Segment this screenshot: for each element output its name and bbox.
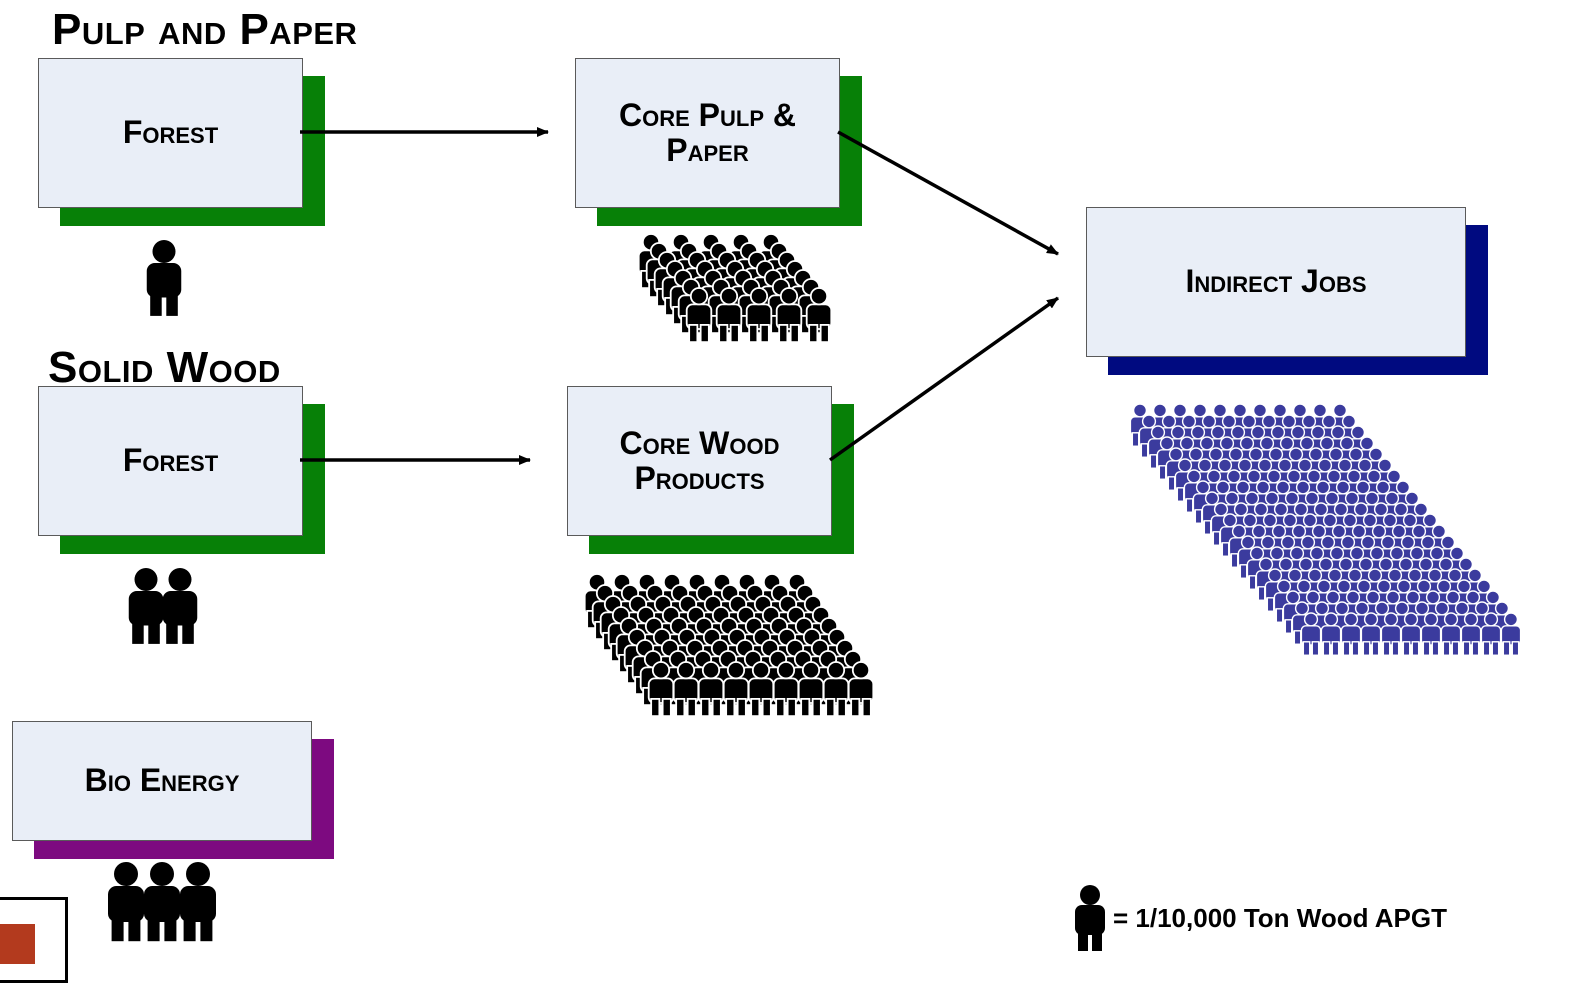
- person-icon: [108, 862, 144, 942]
- arrow-core-wood-to-indirect: [828, 296, 1060, 462]
- corner-logo-frame: [0, 897, 68, 983]
- person-icon: [144, 862, 180, 942]
- person-icon: [805, 287, 833, 344]
- legend: = 1/10,000 Ton Wood APGT: [1073, 885, 1447, 951]
- indirect-jobs-box: Indirect Jobs: [1086, 207, 1488, 375]
- person-icon: [1340, 612, 1362, 656]
- person-icon: [715, 287, 743, 344]
- core-wood-products-box: Core Wood Products: [567, 386, 854, 554]
- person-icon: [1440, 612, 1462, 656]
- person-icon: [672, 661, 700, 718]
- bio-energy-label: Bio Energy: [84, 762, 240, 799]
- forest-pulp-label: Forest: [122, 114, 219, 151]
- people-layer: [108, 233, 1522, 942]
- person-icon: [1420, 612, 1442, 656]
- person-icon: [1400, 612, 1422, 656]
- person-icon: [747, 661, 775, 718]
- diagram-overlay: [108, 127, 1522, 942]
- person-icon: [772, 661, 800, 718]
- person-icon: [775, 287, 803, 344]
- person-icon: [822, 661, 850, 718]
- section-title-pulp-and-paper: Pulp and Paper: [52, 5, 358, 54]
- indirect-jobs-label: Indirect Jobs: [1185, 263, 1367, 300]
- box-face: Bio Energy: [12, 721, 312, 841]
- core-wood-products-label: Core Wood Products: [619, 424, 780, 496]
- forest-solid-label: Forest: [122, 442, 219, 479]
- person-icon: [745, 287, 773, 344]
- person-icon: [1320, 612, 1342, 656]
- person-icon: [128, 568, 164, 644]
- person-icon: [722, 661, 750, 718]
- person-icon: [162, 568, 198, 644]
- person-icon: [146, 240, 182, 316]
- person-icon: [685, 287, 713, 344]
- core-pulp-paper-label: Core Pulp & Paper: [618, 96, 797, 168]
- forest-solid-box: Forest: [38, 386, 325, 554]
- box-face: Indirect Jobs: [1086, 207, 1466, 357]
- person-icon: [797, 661, 825, 718]
- person-icon: [1500, 612, 1522, 656]
- person-icon: [697, 661, 725, 718]
- person-icon: [1300, 612, 1322, 656]
- corner-logo-fill: [0, 924, 35, 964]
- person-icon: [1480, 612, 1502, 656]
- bio-energy-box: Bio Energy: [12, 721, 334, 859]
- person-icon: [847, 661, 875, 718]
- person-icon: [1380, 612, 1402, 656]
- box-face: Core Wood Products: [567, 386, 832, 536]
- section-title-solid-wood: Solid Wood: [48, 343, 281, 392]
- box-face: Forest: [38, 386, 303, 536]
- person-icon: [647, 661, 675, 718]
- person-icon: [1460, 612, 1482, 656]
- legend-text: = 1/10,000 Ton Wood APGT: [1113, 902, 1447, 933]
- person-icon: [1360, 612, 1382, 656]
- person-icon: [180, 862, 216, 942]
- person-icon: [1075, 885, 1105, 951]
- arrow-core-pulp-to-indirect: [837, 130, 1059, 256]
